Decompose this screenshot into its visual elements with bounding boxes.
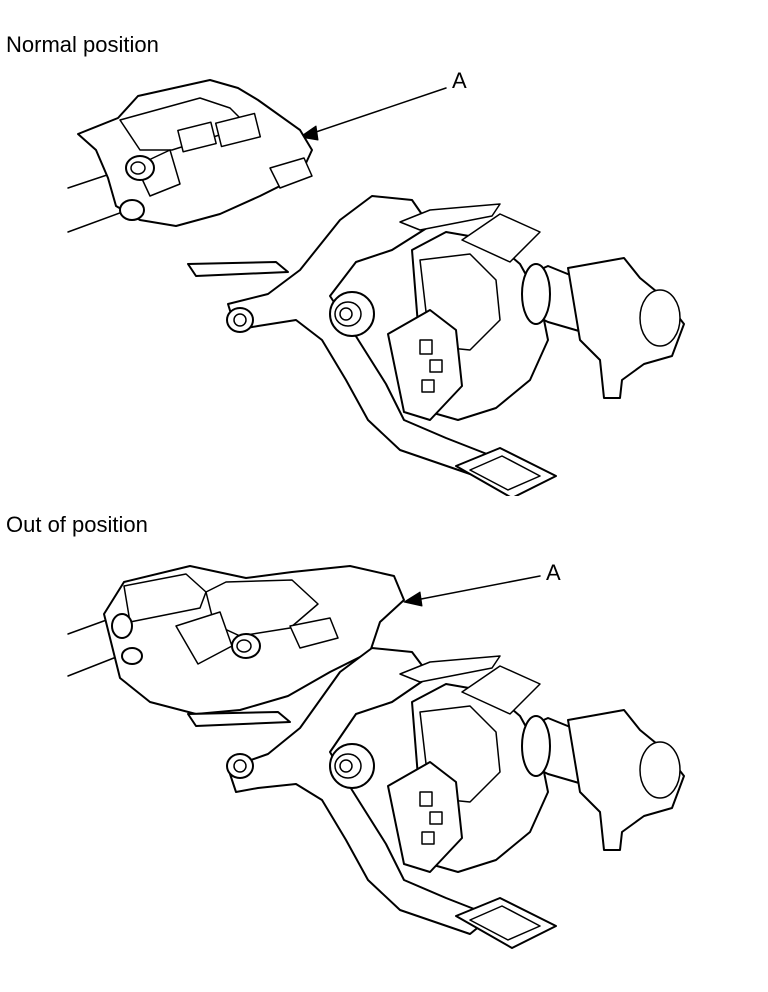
pivot-bolt [329, 743, 375, 789]
pivot-bolt [329, 291, 375, 337]
end-bracket [567, 709, 685, 851]
lever-grip [455, 447, 557, 496]
figure-caption-out: Out of position [6, 512, 148, 537]
column-housing [387, 203, 549, 421]
lever-grip [455, 897, 557, 949]
end-bracket [567, 257, 685, 399]
column-housing [387, 655, 549, 873]
figure-caption-normal: Normal position [6, 32, 159, 57]
tilt-lever [187, 195, 493, 475]
mounting-bracket [77, 79, 313, 227]
bracket-bolt [119, 155, 155, 221]
arrow-head-a [403, 591, 423, 607]
callout-label-a-normal: A [452, 68, 467, 93]
steering-column-diagram-out [67, 565, 685, 949]
bracket-bolt [231, 633, 261, 659]
leader-line-left-lower [67, 209, 129, 233]
tilt-lever [187, 647, 493, 935]
steering-column-diagram-normal [67, 79, 685, 496]
callout-label-a-out: A [546, 560, 561, 585]
leader-line-a [309, 87, 447, 135]
leader-line-a [415, 575, 541, 601]
